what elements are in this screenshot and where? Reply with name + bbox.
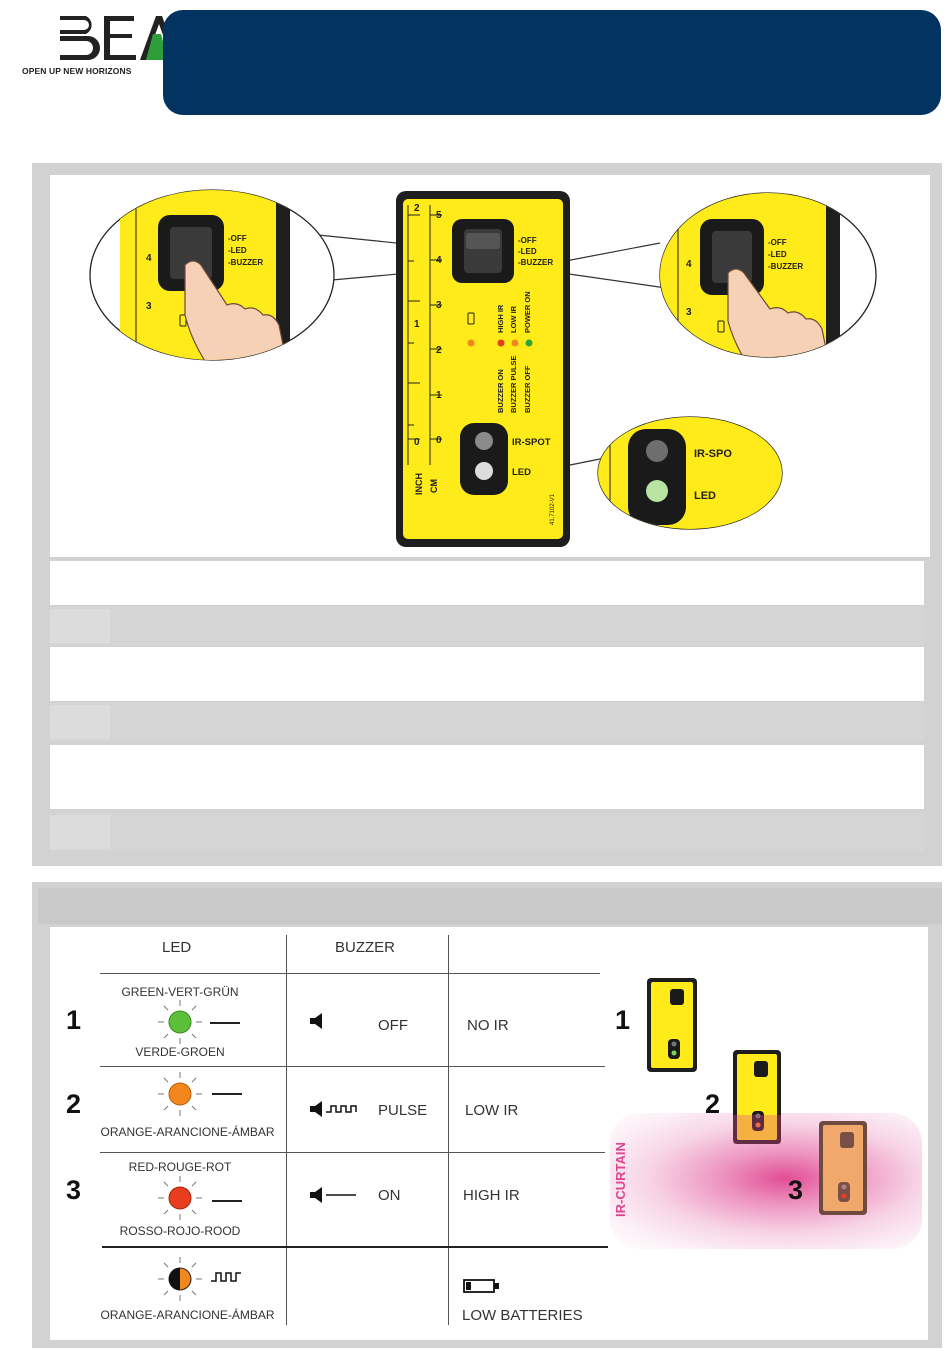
settings-section: 2 1 0 5 4 3 2 1 0 INCH CM -OFF -LED -BUZ…	[32, 163, 942, 866]
battery-low-icon	[463, 1279, 499, 1293]
indicator-power-on: POWER ON	[523, 291, 532, 333]
inch-tick-1: 1	[414, 319, 420, 330]
zoom-right-off: -OFF	[768, 238, 787, 247]
cm-tick-5: 5	[436, 210, 442, 221]
speaker-icon	[310, 1013, 322, 1029]
battery-icon	[467, 312, 475, 325]
zoom-ir-spot-lens-icon	[646, 440, 668, 462]
signal-section-title-bar	[38, 888, 942, 924]
pulse-signal-icon	[211, 1272, 241, 1282]
zoom-right-tick-3: 3	[686, 307, 692, 318]
cm-tick-0: 0	[436, 435, 442, 446]
inch-tick-2: 2	[414, 203, 420, 214]
half-orange-led-icon	[158, 1257, 202, 1301]
tester-position-2-icon	[733, 1050, 781, 1144]
position-1-label: 1	[615, 1005, 631, 1035]
buzzer-on-label: BUZZER ON	[496, 369, 505, 413]
zoom-left-buzzer: -BUZZER	[228, 258, 263, 267]
zoom-left-tick-3: 3	[146, 301, 152, 312]
buzzer-column-header: BUZZER	[335, 939, 395, 956]
row-2-bottom-label: ORANGE-ARANCIONE-ÁMBAR	[100, 1125, 275, 1139]
red-led-icon	[158, 1176, 202, 1220]
instruction-row-1	[50, 561, 924, 605]
part-code: 41.7102-V1	[550, 493, 556, 525]
zoom-right-tick-4: 4	[686, 259, 692, 270]
row-3-top-label: RED-ROUGE-ROT	[128, 1160, 232, 1174]
zoom-right-buzzer: -BUZZER	[768, 262, 803, 271]
row-3-number: 3	[66, 1175, 82, 1205]
row-1-top-label: GREEN-VERT-GRÜN	[121, 985, 239, 999]
instruction-row-6	[50, 813, 924, 851]
cm-label: CM	[429, 479, 439, 493]
instruction-row-4	[50, 703, 924, 741]
zoom-ir-spot-label: IR-SPO	[694, 448, 732, 460]
zoom-left-tick-4: 4	[146, 253, 152, 264]
battery-dot-icon	[467, 339, 475, 347]
zoom-left-off: -OFF	[228, 234, 247, 243]
cm-tick-1: 1	[436, 390, 442, 401]
green-led-icon	[158, 1000, 202, 1044]
led-lens-icon	[475, 462, 493, 480]
instruction-row-5	[50, 745, 924, 809]
bea-logo-mark	[60, 16, 178, 60]
low-ir-dot-icon	[511, 339, 519, 347]
row-3-bottom-label: ROSSO-ROJO-ROOD	[119, 1224, 241, 1238]
row-2-buzzer: PULSE	[378, 1102, 428, 1119]
battery-row-label: ORANGE-ARANCIONE-ÁMBAR	[100, 1308, 275, 1322]
zoom-right-led: -LED	[768, 250, 787, 259]
row-1-buzzer: OFF	[378, 1017, 408, 1034]
switch-buzzer-label: -BUZZER	[518, 258, 553, 267]
row-1-bottom-label: VERDE-GROEN	[135, 1045, 225, 1059]
buzzer-off-label: BUZZER OFF	[523, 365, 532, 413]
inch-label: INCH	[414, 473, 424, 495]
ir-curtain-label: IR-CURTAIN	[613, 1142, 628, 1217]
buzzer-pulse-label: BUZZER PULSE	[509, 355, 518, 413]
indicator-high-ir: HIGH IR	[496, 304, 505, 333]
header-banner	[163, 10, 941, 115]
sensor-window	[460, 423, 508, 495]
cm-tick-3: 3	[436, 300, 442, 311]
zoom-led-lens-icon	[646, 480, 668, 502]
power-on-dot-icon	[525, 339, 533, 347]
position-2-label: 2	[705, 1089, 721, 1119]
row-2-status: LOW IR	[465, 1102, 519, 1119]
instruction-row-2	[50, 607, 924, 645]
signal-table: LED BUZZER 1 GREEN-VERT-GRÜN VERDE-GROEN…	[50, 927, 928, 1340]
cm-tick-4: 4	[436, 255, 442, 266]
position-3-label: 3	[788, 1175, 804, 1205]
hand-pointer-icon-2	[727, 268, 829, 357]
device-illustration: 2 1 0 5 4 3 2 1 0 INCH CM -OFF -LED -BUZ…	[89, 189, 877, 547]
zoom-left-led: -LED	[228, 246, 247, 255]
switch-led-label: -LED	[518, 247, 537, 256]
signal-section: LED BUZZER 1 GREEN-VERT-GRÜN VERDE-GROEN…	[32, 882, 942, 1348]
cm-tick-2: 2	[436, 345, 442, 356]
high-ir-dot-icon	[497, 339, 505, 347]
instruction-row-3	[50, 647, 924, 701]
row-2-number: 2	[66, 1089, 82, 1119]
row-1-status: NO IR	[467, 1017, 509, 1034]
led-column-header: LED	[162, 939, 192, 956]
switch-off-label: -OFF	[518, 236, 537, 245]
tester-position-3-icon	[819, 1121, 867, 1215]
inch-tick-0: 0	[414, 437, 420, 448]
battery-row-status: LOW BATTERIES	[462, 1307, 583, 1324]
indicator-low-ir: LOW IR	[509, 305, 518, 333]
row-1-number: 1	[66, 1005, 82, 1035]
hand-pointer-icon	[184, 260, 286, 360]
zoom-led-label: LED	[694, 490, 716, 502]
speaker-continuous-icon	[310, 1187, 356, 1203]
speaker-pulse-icon	[310, 1101, 357, 1117]
bea-logo: OPEN UP NEW HORIZONS	[18, 10, 178, 80]
row-3-buzzer: ON	[378, 1187, 401, 1204]
device-figure: 2 1 0 5 4 3 2 1 0 INCH CM -OFF -LED -BUZ…	[50, 175, 930, 557]
ir-spot-label: IR-SPOT	[512, 437, 551, 448]
logo-tagline: OPEN UP NEW HORIZONS	[22, 66, 132, 76]
led-label: LED	[512, 467, 531, 478]
tester-position-1-icon	[647, 978, 697, 1072]
row-3-status: HIGH IR	[463, 1187, 520, 1204]
ir-spot-lens-icon	[475, 432, 493, 450]
orange-led-icon	[158, 1072, 202, 1116]
